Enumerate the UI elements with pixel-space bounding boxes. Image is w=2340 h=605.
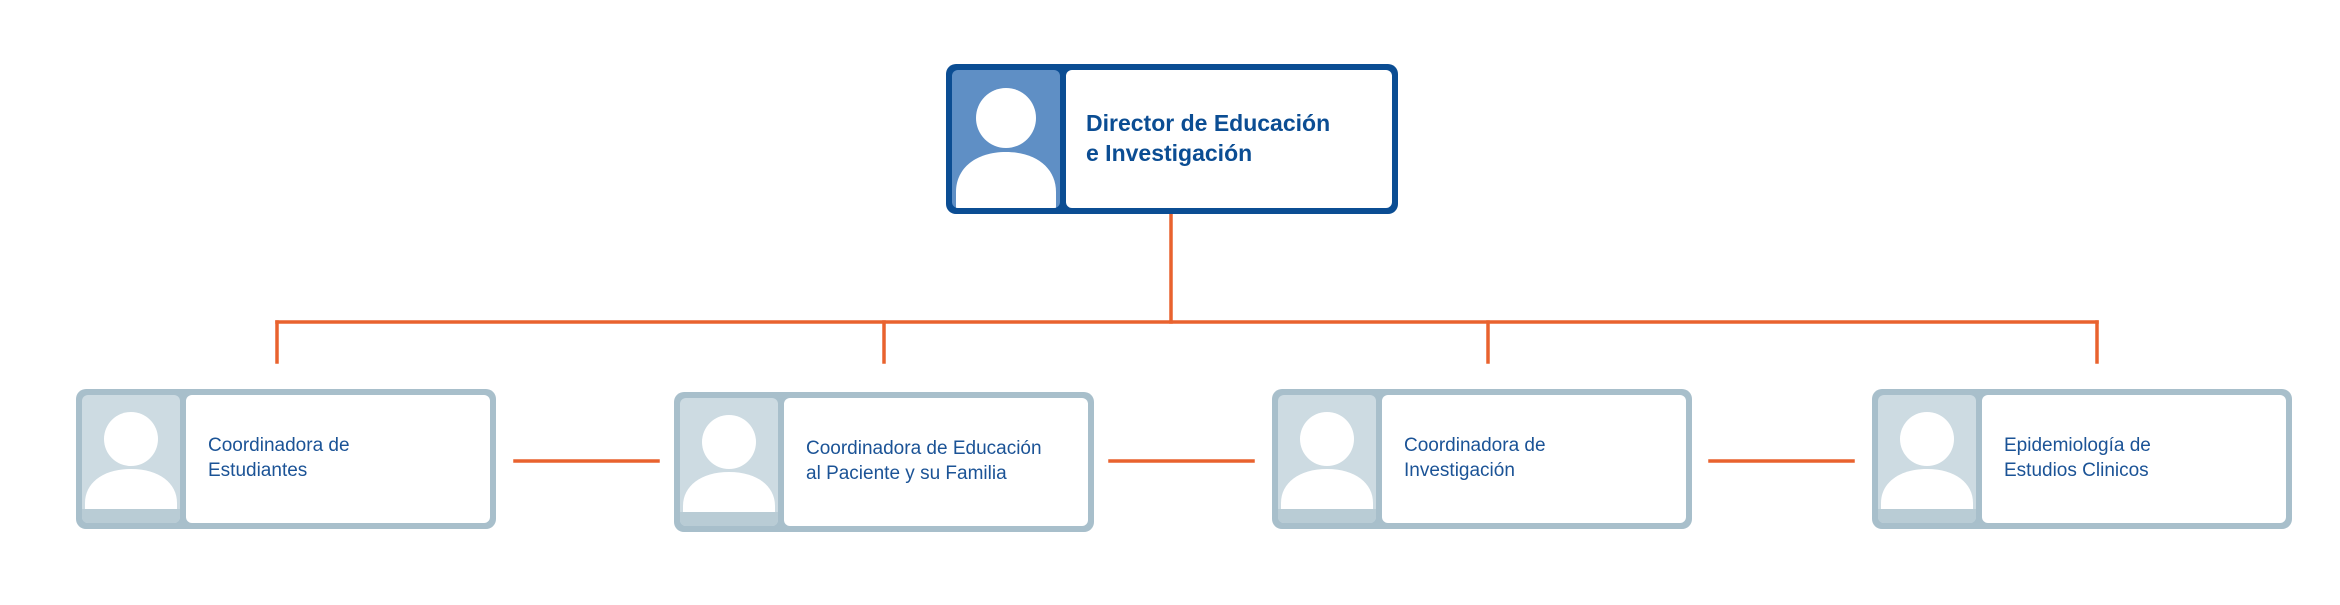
- person-silhouette-icon: [1878, 395, 1976, 523]
- director-card: Director de Educación e Investigación: [946, 64, 1398, 214]
- coordinator-card: Coordinadora de Estudiantes: [76, 389, 496, 529]
- coordinator-label-box: Epidemiología de Estudios Clinicos: [1982, 395, 2286, 523]
- coordinator-title: Coordinadora de Estudiantes: [208, 435, 350, 481]
- coordinator-title: Coordinadora de Educación al Paciente y …: [806, 438, 1042, 484]
- person-silhouette-icon: [680, 398, 778, 526]
- coordinator-card: Coordinadora de Investigación: [1272, 389, 1692, 529]
- coordinator-card: Epidemiología de Estudios Clinicos: [1872, 389, 2292, 529]
- coordinator-label-box: Coordinadora de Investigación: [1382, 395, 1686, 523]
- coordinator-label-box: Coordinadora de Educación al Paciente y …: [784, 398, 1088, 526]
- person-silhouette-icon: [952, 70, 1060, 208]
- director-title: Director de Educación e Investigación: [1086, 110, 1331, 166]
- person-silhouette-icon: [82, 395, 180, 523]
- person-silhouette-icon: [1278, 395, 1376, 523]
- coordinator-label-box: Coordinadora de Estudiantes: [186, 395, 490, 523]
- coordinator-title: Epidemiología de Estudios Clinicos: [2004, 435, 2151, 481]
- coordinator-card: Coordinadora de Educación al Paciente y …: [674, 392, 1094, 532]
- director-label-box: Director de Educación e Investigación: [1066, 70, 1392, 208]
- coordinator-title: Coordinadora de Investigación: [1404, 435, 1546, 481]
